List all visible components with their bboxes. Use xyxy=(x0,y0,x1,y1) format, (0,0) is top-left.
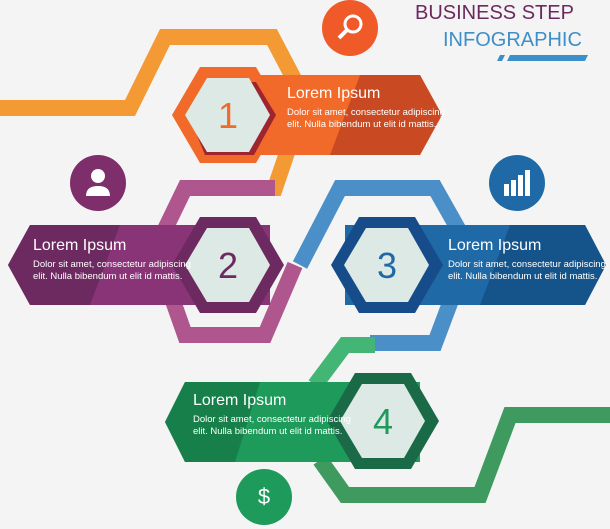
dollar-symbol: $ xyxy=(257,484,271,509)
dollar-icon xyxy=(236,469,292,525)
title-underline-bar xyxy=(507,55,588,61)
step-1-heading: Lorem Ipsum xyxy=(287,85,381,102)
step-2-hexagon xyxy=(172,217,284,313)
green-connector-bottom xyxy=(313,407,610,503)
step-2-banner-shade xyxy=(8,225,120,305)
step-1-hexagon xyxy=(172,67,284,163)
blue-connector xyxy=(292,180,479,351)
step-2-number: 2 xyxy=(217,245,239,286)
step-4-banner-shade xyxy=(165,382,260,462)
title-underline xyxy=(497,55,505,61)
green-connector xyxy=(308,337,375,390)
bar-chart-icon xyxy=(489,155,545,211)
step-4-number: 4 xyxy=(372,401,394,442)
search-icon xyxy=(322,0,378,56)
step-2-heading: Lorem Ipsum xyxy=(33,237,127,254)
step-1-number: 1 xyxy=(217,95,239,136)
step-4-body: Dolor sit amet, consectetur adipiscing e… xyxy=(193,414,351,437)
step-3-heading: Lorem Ipsum xyxy=(448,237,542,254)
title-line-1: BUSINESS STEP xyxy=(415,2,574,24)
step-1-body: Dolor sit amet, consectetur adipiscing e… xyxy=(287,107,445,130)
step-1-banner-shade xyxy=(330,75,442,155)
title-line-2: INFOGRAPHIC xyxy=(443,29,582,51)
step-3-number: 3 xyxy=(376,245,398,286)
step-3-hexagon xyxy=(331,217,443,313)
step-4-hexagon xyxy=(327,373,439,469)
user-icon xyxy=(70,155,126,211)
step-4-heading: Lorem Ipsum xyxy=(193,392,287,409)
step-3-banner-shade xyxy=(480,225,606,305)
step-2-body: Dolor sit amet, consectetur adipiscing e… xyxy=(33,259,191,282)
step-3-body: Dolor sit amet, consectetur adipiscing e… xyxy=(448,259,606,282)
